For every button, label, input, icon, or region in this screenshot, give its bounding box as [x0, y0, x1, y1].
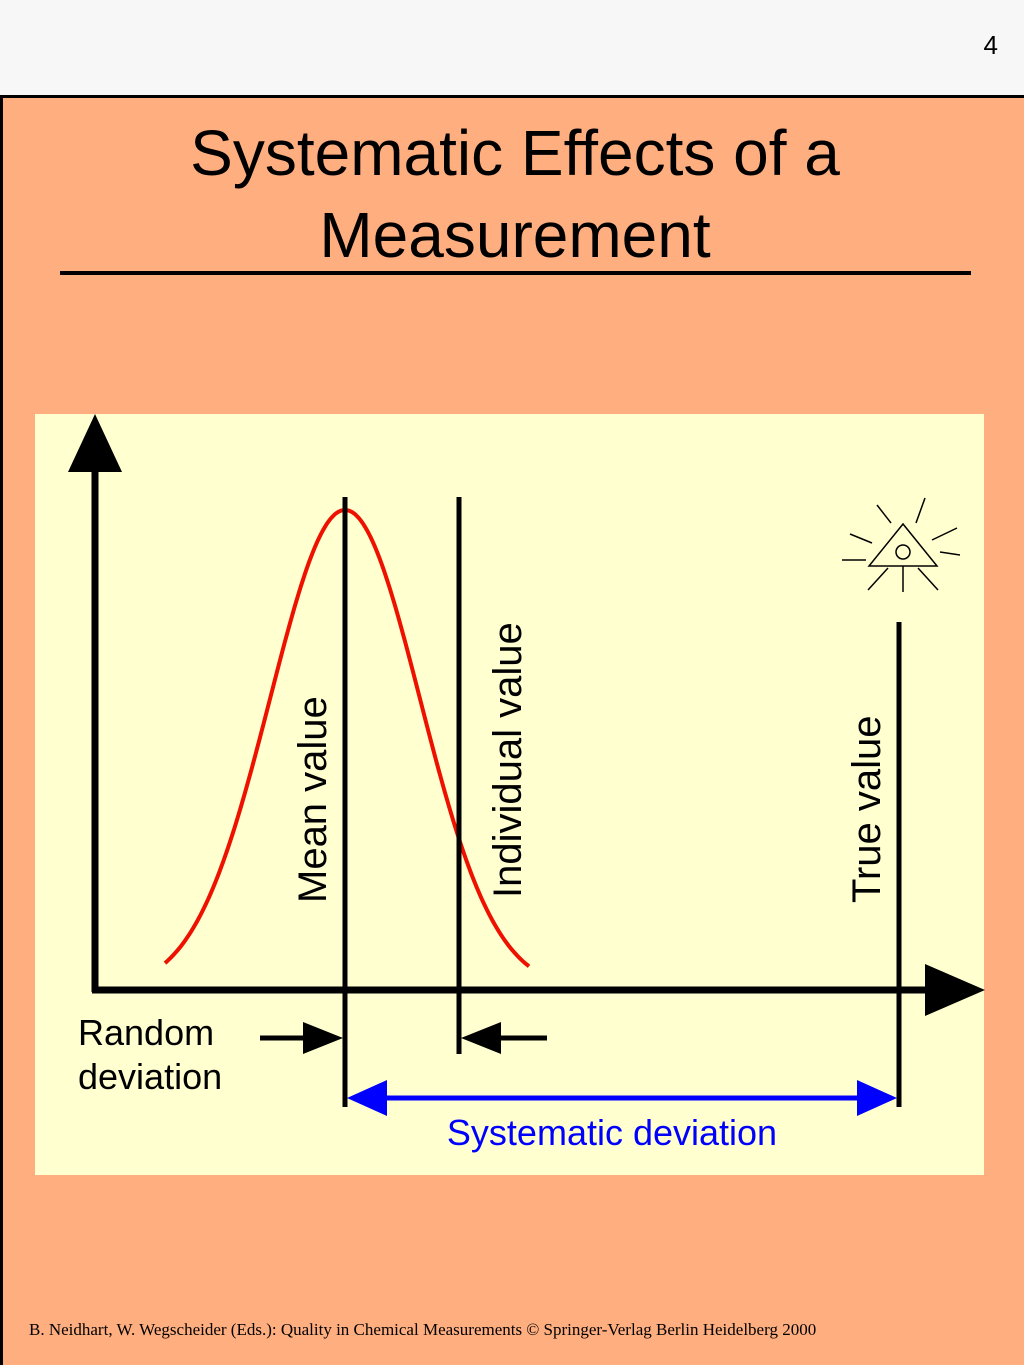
random-deviation-right-arrowhead: [461, 1022, 501, 1054]
random-deviation-label-line-2: deviation: [78, 1056, 222, 1097]
random-deviation-label-line-1: Random: [78, 1012, 214, 1053]
slide-title: Systematic Effects of a Measurement: [3, 112, 1024, 276]
slide: Systematic Effects of a Measurement Mean…: [0, 95, 1024, 1365]
slide-title-line-2: Measurement: [319, 199, 711, 271]
x-axis-arrowhead: [925, 964, 985, 1016]
y-axis-arrowhead: [68, 414, 122, 472]
random-deviation-left-arrowhead: [303, 1022, 343, 1054]
footer-citation: B. Neidhart, W. Wegscheider (Eds.): Qual…: [29, 1320, 817, 1339]
diagram-panel: [35, 414, 984, 1175]
individual-value-label: Individual value: [486, 622, 530, 898]
slide-title-line-1: Systematic Effects of a: [190, 117, 840, 189]
true-value-label: True value: [845, 716, 889, 904]
systematic-deviation-label: Systematic deviation: [447, 1112, 777, 1153]
systematic-deviation-left-arrowhead: [347, 1080, 387, 1116]
mean-value-label: Mean value: [291, 696, 335, 903]
title-underline: [60, 271, 971, 275]
systematic-deviation-right-arrowhead: [857, 1080, 897, 1116]
eye-of-providence-icon: [842, 497, 961, 592]
measurement-diagram: Mean value Individual value True value R…: [35, 414, 985, 1175]
page-number: 4: [983, 30, 998, 60]
